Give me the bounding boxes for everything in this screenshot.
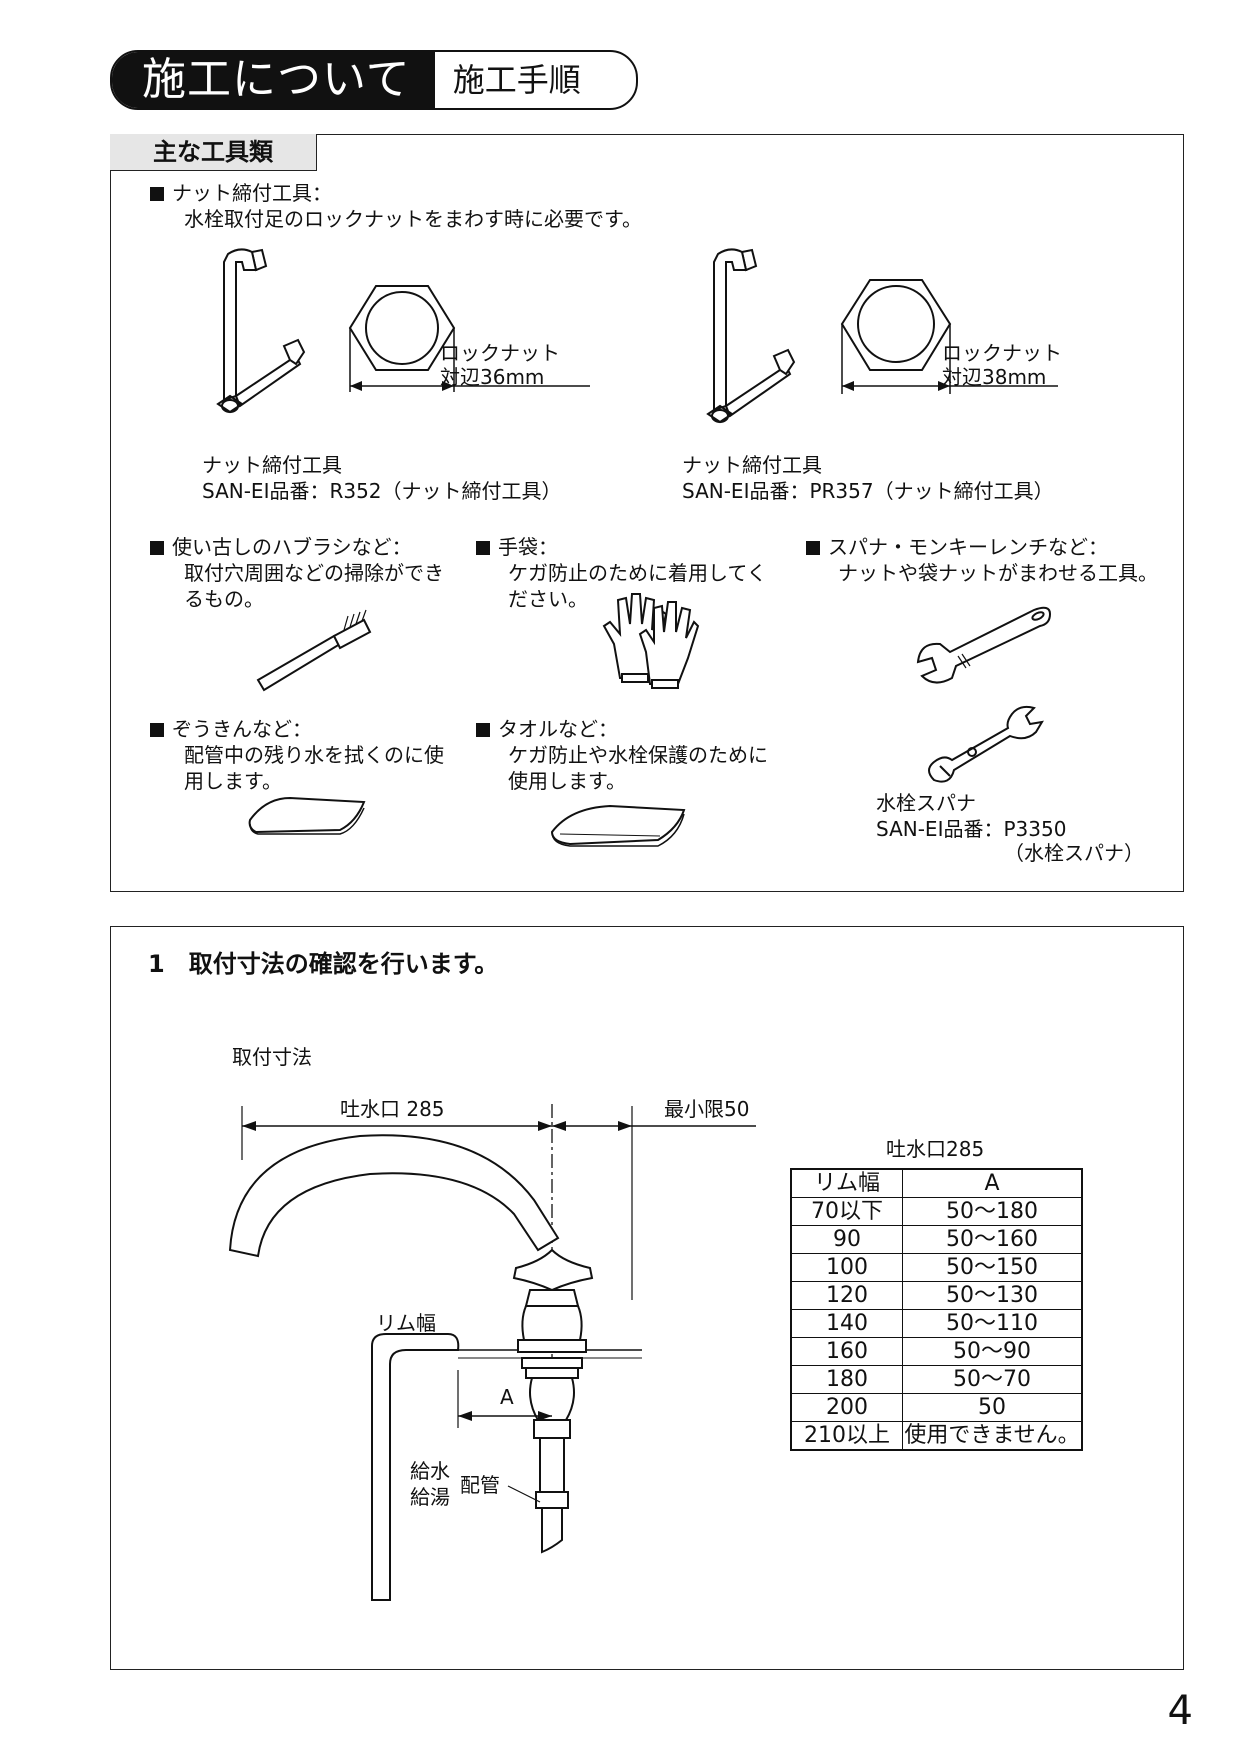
nut-right-caption1: ナット締付工具 (682, 453, 822, 477)
faucet-spanner-caption1: 水栓スパナ (876, 791, 976, 815)
table-title: 吐水口285 (886, 1137, 985, 1161)
table-cell: 140 (790, 1309, 903, 1338)
bullet-square-icon (150, 541, 164, 555)
nut-tool-heading: ナット締付工具： (150, 180, 332, 206)
nut-tool-desc: 水栓取付足のロックナットをまわす時に必要です。 (184, 207, 642, 231)
table-cell: 50〜130 (902, 1281, 1083, 1310)
faucet-spanner-caption3: （水栓スパナ） (1004, 841, 1144, 865)
tools-panel (110, 134, 1184, 892)
gloves-icon (602, 593, 700, 689)
step1-panel (110, 926, 1184, 1670)
nut-left-label1: ロックナット (440, 341, 560, 365)
table-cell: 使用できません。 (902, 1421, 1083, 1451)
header-subtitle: 施工手順 (452, 61, 581, 99)
bullet-square-icon (150, 723, 164, 737)
page-number: 4 (1167, 1688, 1193, 1734)
faucet-spanner-caption2: SAN-EI品番：P3350 (876, 817, 1067, 841)
towel-heading: タオルなど： (476, 716, 618, 742)
bullet-square-icon (806, 541, 820, 555)
nut-right-label2: 対辺38mm (942, 365, 1047, 389)
hot-water-label: 給湯 (410, 1485, 450, 1509)
dim-min-label: 最小限50 (664, 1097, 750, 1121)
brush-heading: 使い古しのハブラシなど： (150, 534, 412, 560)
spanner-line1: ナットや袋ナットがまわせる工具。 (838, 561, 1158, 585)
step1-title: 1 取付寸法の確認を行います。 (148, 950, 499, 978)
rag-line2: 用します。 (184, 769, 282, 793)
hex-nut-right-icon (840, 279, 1058, 394)
water-supply-label: 給水 (410, 1459, 450, 1483)
towel-line1: ケガ防止や水栓保護のために (508, 743, 768, 767)
toothbrush-icon (256, 609, 372, 692)
nut-left-caption1: ナット締付工具 (202, 453, 342, 477)
a-dimension-label: A (500, 1385, 514, 1409)
header-title: 施工について (112, 52, 435, 108)
table-cell: 70以下 (790, 1197, 903, 1226)
rag-heading: ぞうきんなど： (150, 716, 312, 742)
table-cell: 180 (790, 1365, 903, 1394)
nut-wrench-right-icon (706, 248, 796, 424)
table-cell: 50〜70 (902, 1365, 1083, 1394)
dim-spout-label: 吐水口 285 (340, 1097, 445, 1121)
gloves-line1: ケガ防止のために着用してく (508, 561, 767, 585)
brush-line1: 取付穴周囲などの掃除ができ (184, 561, 444, 585)
table-cell: 100 (790, 1253, 903, 1282)
towel-line2: 使用します。 (508, 769, 626, 793)
spanner-heading: スパナ・モンキーレンチなど： (806, 534, 1108, 560)
table-row: 210以上使用できません。 (790, 1421, 1083, 1451)
towel-icon (550, 804, 686, 847)
table-cell: 50〜150 (902, 1253, 1083, 1282)
hex-nut-left-icon (348, 285, 590, 392)
page-header: 施工について 施工手順 (110, 50, 638, 110)
table-header-cell: A (902, 1168, 1083, 1198)
table-cell: 90 (790, 1225, 903, 1254)
diagram-title: 取付寸法 (232, 1045, 312, 1069)
nut-right-label1: ロックナット (942, 341, 1062, 365)
table-cell: 50〜90 (902, 1337, 1083, 1366)
gloves-line2: ださい。 (508, 587, 588, 611)
bullet-square-icon (476, 541, 490, 555)
bullet-square-icon (150, 187, 164, 201)
table-cell: 50〜110 (902, 1309, 1083, 1338)
rag-icon (248, 796, 366, 835)
table-cell: 50 (902, 1393, 1083, 1422)
brush-line2: るもの。 (184, 587, 264, 611)
table-cell: 210以上 (790, 1421, 903, 1451)
nut-right-caption2: SAN-EI品番：PR357（ナット締付工具） (682, 479, 1054, 503)
table-cell: 50〜180 (902, 1197, 1083, 1226)
table-cell: 160 (790, 1337, 903, 1366)
table-cell: 200 (790, 1393, 903, 1422)
table-cell: 50〜160 (902, 1225, 1083, 1254)
table-cell: 120 (790, 1281, 903, 1310)
table-header-cell: リム幅 (790, 1168, 903, 1198)
nut-left-caption2: SAN-EI品番：R352（ナット締付工具） (202, 479, 562, 503)
monkey-wrench-icon (916, 606, 1052, 684)
table-header-row: リム幅 A (790, 1168, 1083, 1198)
rim-width-label: リム幅 (376, 1311, 436, 1335)
faucet-spanner-icon (928, 705, 1044, 783)
rag-line1: 配管中の残り水を拭くのに使 (184, 743, 444, 767)
bullet-square-icon (476, 723, 490, 737)
gloves-heading: 手袋： (476, 534, 558, 560)
nut-left-label2: 対辺36mm (440, 365, 545, 389)
nut-wrench-left-icon (216, 248, 306, 414)
pipe-label: 配管 (460, 1473, 500, 1497)
tools-tab: 主な工具類 (110, 134, 317, 171)
